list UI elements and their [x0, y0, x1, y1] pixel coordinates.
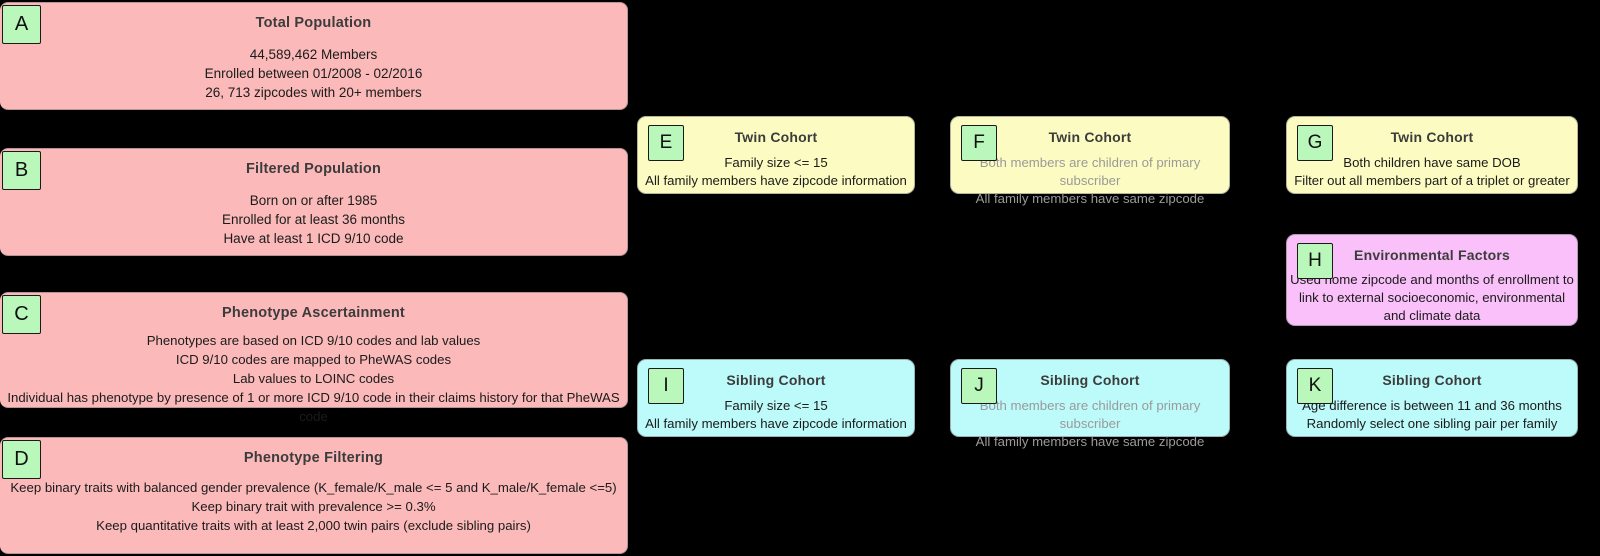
- panel-title-d: Phenotype Filtering: [243, 450, 384, 466]
- panel-body-d: Keep binary traits with balanced gender …: [10, 480, 617, 533]
- panel-badge-c: C: [2, 295, 41, 334]
- panel-badge-j: J: [961, 368, 997, 404]
- panel-twin-cohort-g[interactable]: G Twin Cohort Both children have same DO…: [1286, 116, 1578, 194]
- panel-title-k: Sibling Cohort: [1382, 372, 1482, 388]
- panel-phenotype-ascertainment[interactable]: C Phenotype Ascertainment Phenotypes are…: [0, 292, 628, 424]
- panel-badge-f: F: [961, 125, 997, 161]
- panel-title-g: Twin Cohort: [1390, 129, 1474, 145]
- panel-twin-cohort-e[interactable]: E Twin Cohort Family size <= 15 All fami…: [637, 116, 915, 194]
- panel-body-e: Family size <= 15 All family members hav…: [645, 155, 907, 188]
- panel-environmental-factors[interactable]: H Environmental Factors Used home zipcod…: [1286, 234, 1578, 326]
- panel-sibling-cohort-j[interactable]: J Sibling Cohort Both members are childr…: [950, 359, 1230, 449]
- panel-badge-a: A: [2, 5, 41, 44]
- panel-body-c: Phenotypes are based on ICD 9/10 codes a…: [7, 333, 620, 424]
- panel-body-g: Both children have same DOB Filter out a…: [1294, 155, 1570, 188]
- panel-badge-e: E: [648, 125, 684, 161]
- panel-title-f: Twin Cohort: [1048, 129, 1132, 145]
- panel-badge-k: K: [1297, 368, 1333, 404]
- panel-body-i: Family size <= 15 All family members hav…: [645, 398, 907, 431]
- panel-filtered-population[interactable]: B Filtered Population Born on or after 1…: [0, 148, 628, 256]
- panel-title-a: Total Population: [255, 15, 372, 31]
- panel-title-i: Sibling Cohort: [726, 372, 826, 388]
- panel-title-e: Twin Cohort: [734, 129, 818, 145]
- panel-body-a: 44,589,462 Members Enrolled between 01/2…: [204, 47, 423, 100]
- panel-title-h: Environmental Factors: [1354, 247, 1510, 263]
- panel-phenotype-filtering[interactable]: D Phenotype Filtering Keep binary traits…: [0, 437, 628, 554]
- panel-badge-b: B: [2, 151, 41, 190]
- panel-body-k: Age difference is between 11 and 36 mont…: [1302, 398, 1562, 431]
- panel-badge-g: G: [1297, 125, 1333, 161]
- panel-title-j: Sibling Cohort: [1040, 372, 1140, 388]
- panel-badge-i: I: [648, 368, 684, 404]
- panel-sibling-cohort-i[interactable]: I Sibling Cohort Family size <= 15 All f…: [637, 359, 915, 437]
- panel-body-j: Both members are children of primary sub…: [975, 398, 1205, 449]
- panel-title-b: Filtered Population: [245, 161, 382, 177]
- panel-body-b: Born on or after 1985 Enrolled for at le…: [221, 193, 406, 246]
- panel-sibling-cohort-k[interactable]: K Sibling Cohort Age difference is betwe…: [1286, 359, 1578, 437]
- panel-body-f: Both members are children of primary sub…: [975, 155, 1205, 206]
- panel-badge-h: H: [1297, 243, 1333, 279]
- panel-body-h: Used home zipcode and months of enrollme…: [1290, 272, 1574, 323]
- panel-badge-d: D: [2, 440, 41, 479]
- panel-title-c: Phenotype Ascertainment: [222, 305, 405, 321]
- panel-twin-cohort-f[interactable]: F Twin Cohort Both members are children …: [950, 116, 1230, 206]
- panel-total-population[interactable]: A Total Population 44,589,462 Members En…: [0, 2, 628, 110]
